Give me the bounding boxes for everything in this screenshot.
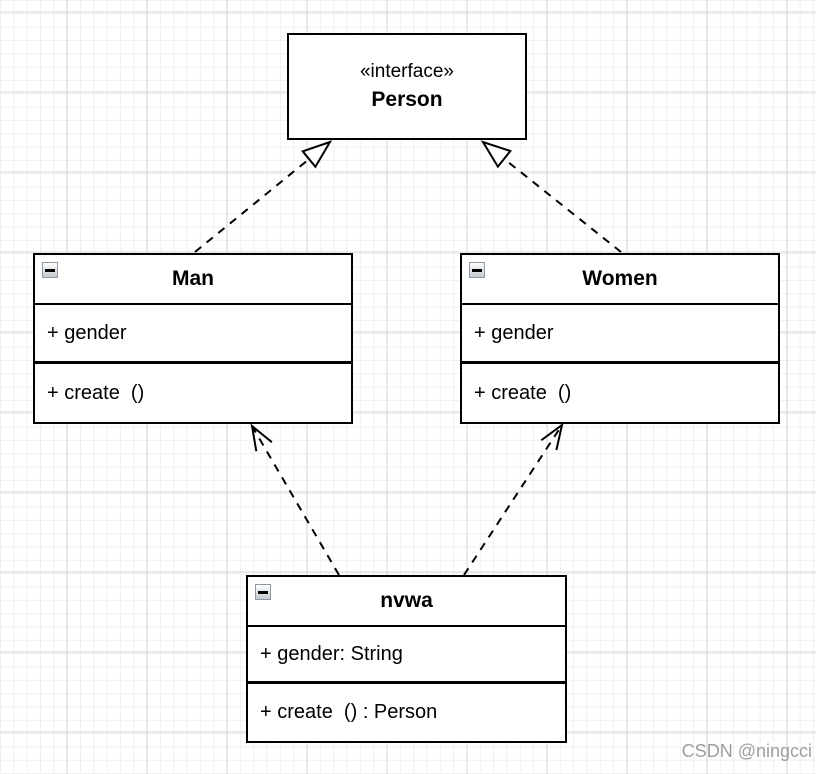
watermark: CSDN @ningcci bbox=[681, 741, 812, 761]
collapse-icon[interactable] bbox=[42, 262, 58, 278]
stereotype-label: «interface» bbox=[359, 61, 454, 82]
class-name: Man bbox=[172, 267, 214, 290]
method-row: + create () bbox=[35, 364, 351, 422]
method-row: + create () bbox=[462, 364, 778, 422]
class-header: Man bbox=[35, 255, 351, 305]
field-label: + gender bbox=[474, 321, 554, 344]
minus-glyph bbox=[45, 268, 55, 272]
field-row: + gender bbox=[462, 305, 778, 364]
class-name: nvwa bbox=[380, 589, 433, 612]
minus-glyph bbox=[472, 268, 482, 272]
class-header: Women bbox=[462, 255, 778, 305]
class-box-women[interactable]: Women + gender + create () bbox=[460, 253, 780, 424]
edge-nvwa-depends-man bbox=[250, 423, 340, 576]
field-row: + gender: String bbox=[248, 627, 565, 684]
class-box-man[interactable]: Man + gender + create () bbox=[33, 253, 353, 424]
method-label: + create () : Person bbox=[260, 701, 438, 723]
field-label: + gender: String bbox=[260, 642, 403, 665]
method-label: + create () bbox=[47, 381, 145, 404]
interface-person-box[interactable]: «interface» Person bbox=[287, 33, 527, 140]
field-label: + gender bbox=[47, 321, 127, 344]
class-name: Women bbox=[582, 267, 658, 290]
class-header: nvwa bbox=[248, 577, 565, 627]
collapse-icon[interactable] bbox=[469, 262, 485, 278]
method-label: + create () bbox=[474, 381, 572, 404]
edge-nvwa-depends-women bbox=[463, 422, 564, 576]
field-row: + gender bbox=[35, 305, 351, 364]
interface-name: Person bbox=[371, 88, 443, 111]
edge-women-realizes-person bbox=[480, 140, 622, 253]
class-box-nvwa[interactable]: nvwa + gender: String + create () : Pers… bbox=[246, 575, 567, 743]
collapse-icon[interactable] bbox=[255, 584, 271, 600]
method-row: + create () : Person bbox=[248, 684, 565, 741]
minus-glyph bbox=[258, 590, 268, 594]
edge-man-realizes-person bbox=[194, 140, 333, 253]
